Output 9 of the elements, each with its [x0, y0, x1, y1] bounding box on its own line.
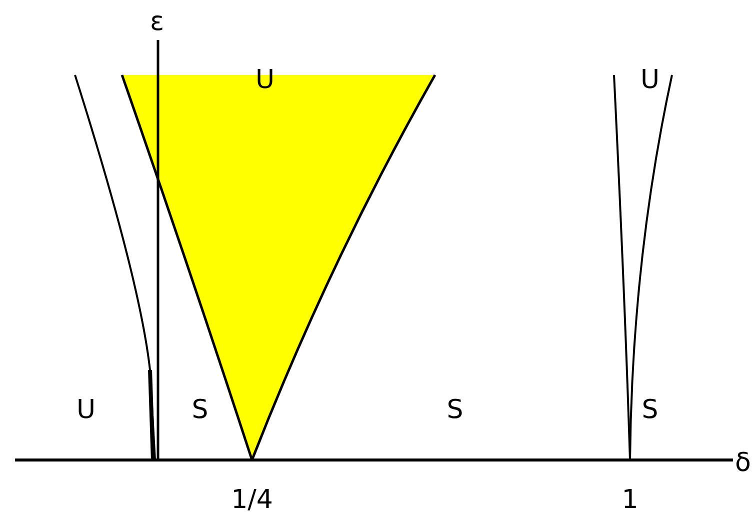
axis-label: δ — [735, 450, 751, 476]
region-label: U — [76, 397, 96, 423]
region-label: U — [640, 67, 660, 93]
axis-label: ε — [150, 9, 164, 35]
region-label: S — [446, 397, 464, 423]
region-label: S — [642, 397, 658, 423]
region-label: S — [192, 397, 208, 423]
tick-label: 1 — [622, 487, 638, 513]
tick-label: 1/4 — [231, 487, 273, 513]
